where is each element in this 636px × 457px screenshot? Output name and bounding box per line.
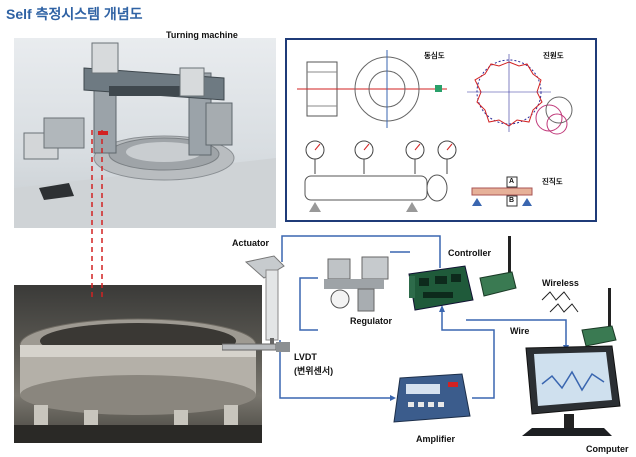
controller-label: Controller	[448, 248, 492, 258]
computer-label: Computer	[586, 444, 629, 454]
turning-machine-image	[14, 38, 276, 228]
wire-label: Wire	[510, 326, 530, 336]
measurement-concept-panel: 동심도 진원도 진직도 A B	[285, 38, 597, 222]
regulator-label: Regulator	[350, 316, 393, 326]
wireless-module-receiver	[580, 288, 620, 352]
turning-machine-label: Turning machine	[166, 30, 238, 40]
lvdt-label: LVDT	[294, 352, 317, 362]
page-title: Self 측정시스템 개념도	[6, 6, 143, 22]
workpiece-image	[14, 285, 262, 443]
point-a-label: A	[509, 178, 515, 185]
computer-device	[512, 344, 622, 440]
actuator-label: Actuator	[232, 238, 270, 248]
concentricity-label: 동심도	[424, 51, 445, 60]
amplifier-device	[392, 372, 472, 426]
lvdt-probe	[222, 340, 292, 354]
point-b-label: B	[509, 197, 515, 204]
wireless-module-transmitter	[478, 236, 518, 300]
straightness-label: 진직도	[542, 177, 563, 186]
lvdt-sublabel: (변위센서)	[294, 366, 334, 376]
controller-board	[405, 264, 475, 312]
roundness-label: 진원도	[543, 51, 564, 60]
actuator-device	[244, 252, 294, 348]
wireless-label: Wireless	[542, 278, 579, 288]
amplifier-label: Amplifier	[416, 434, 456, 444]
regulator-device	[318, 255, 394, 317]
